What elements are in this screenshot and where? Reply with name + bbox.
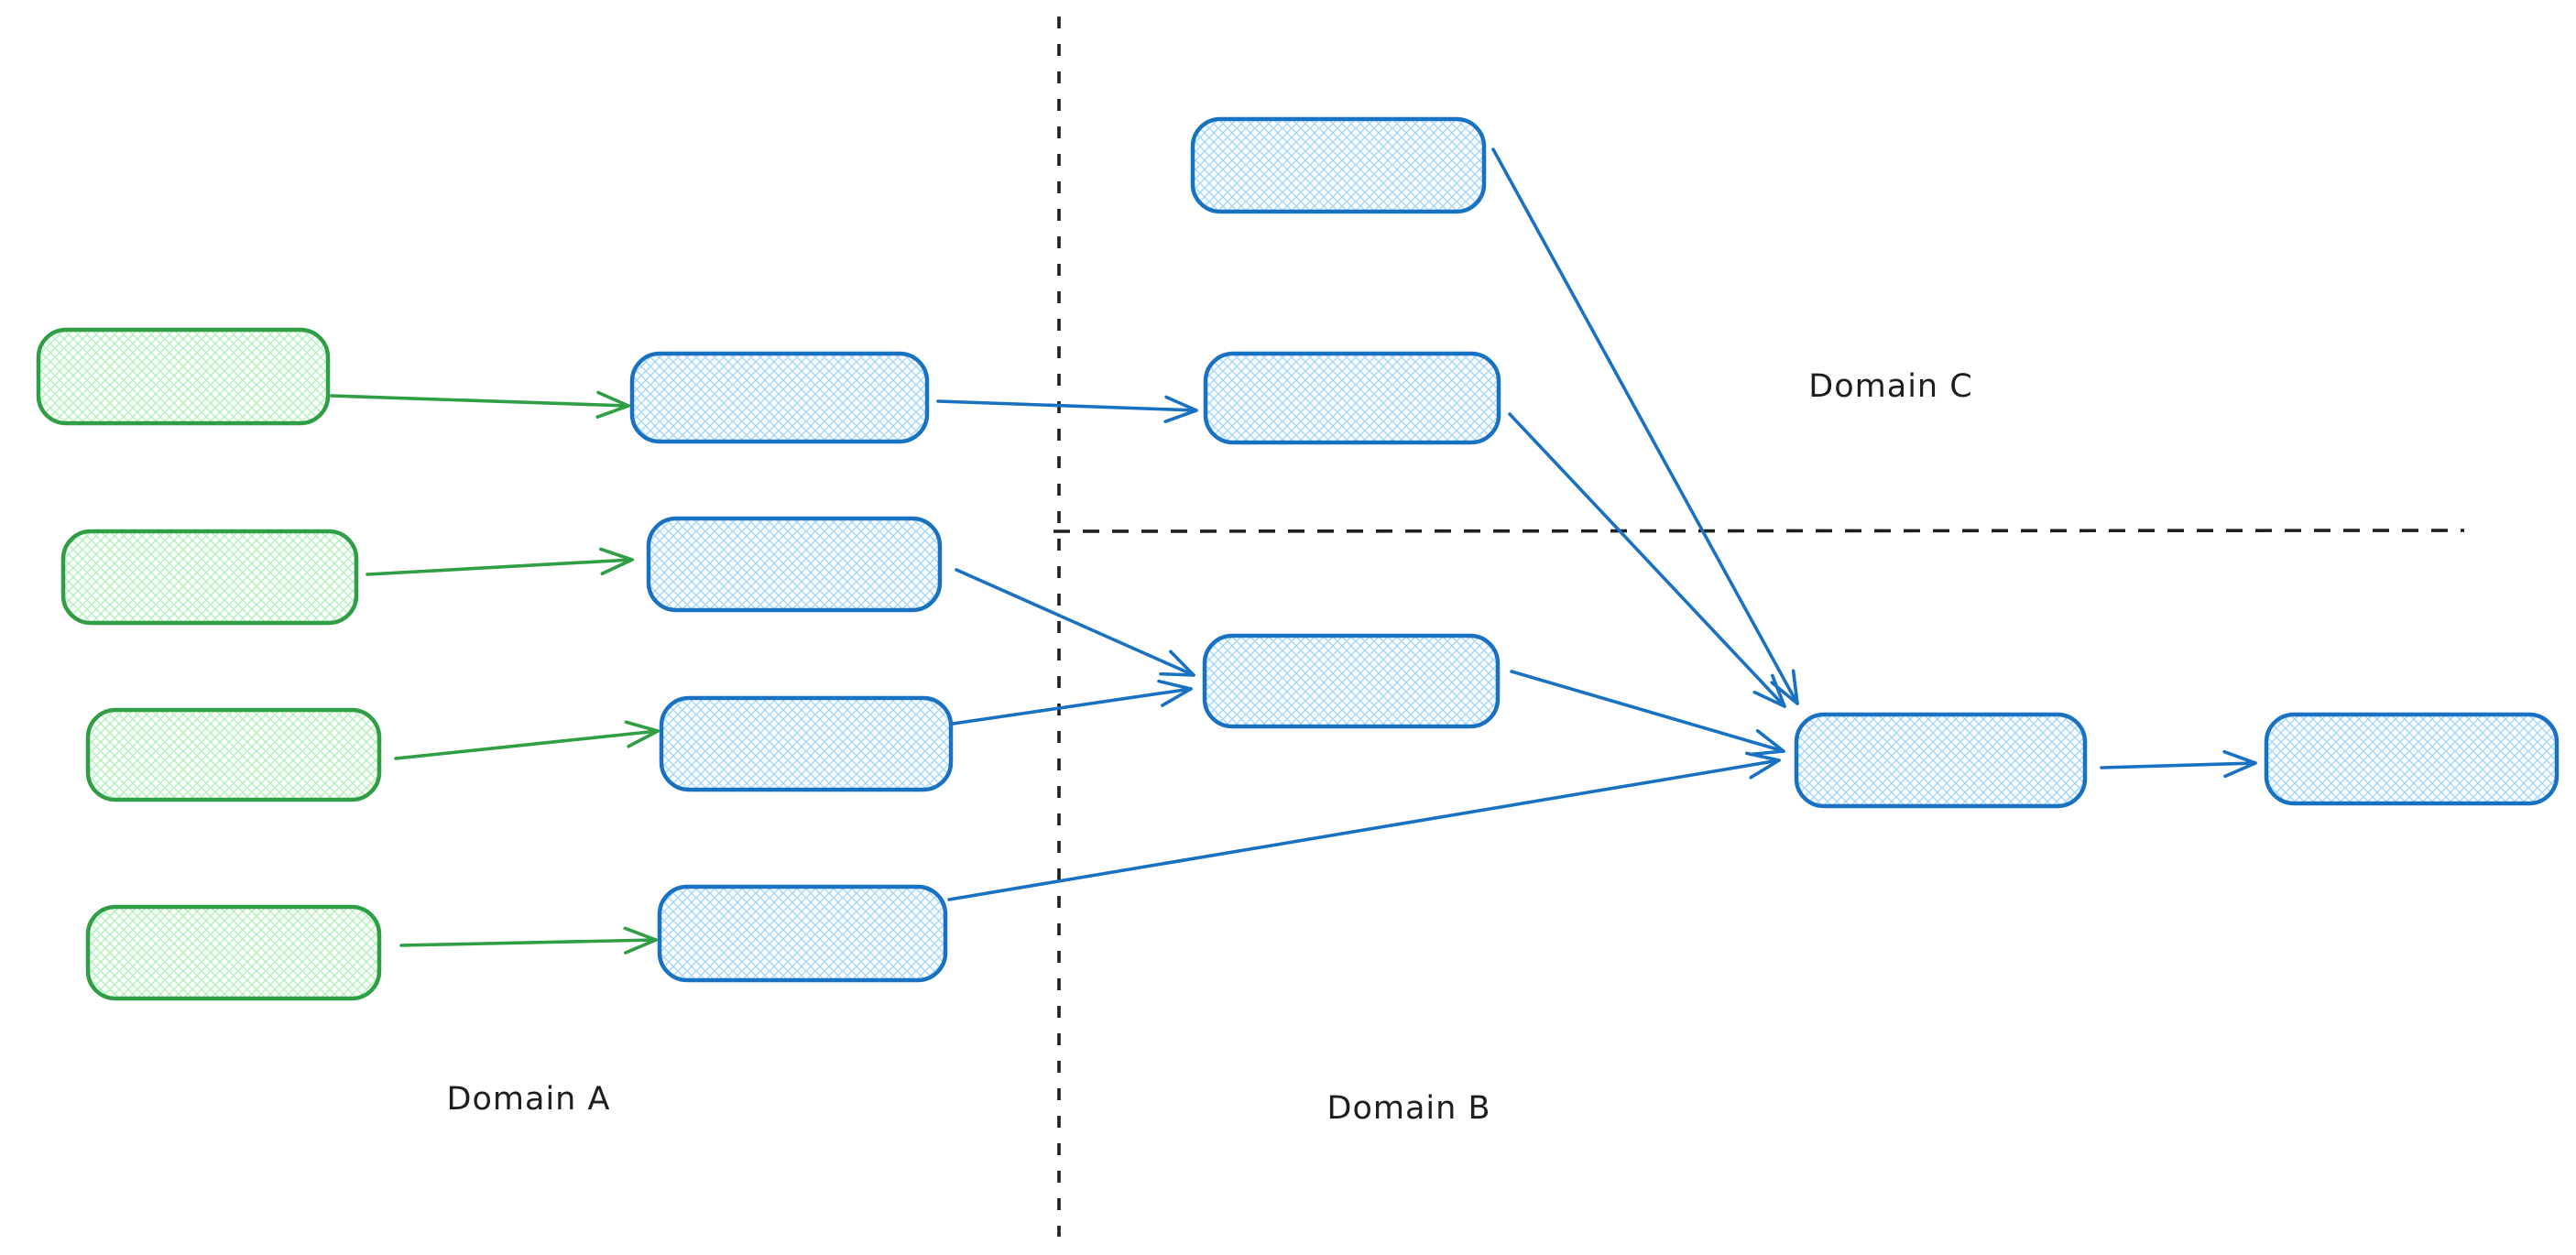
domain-b-label[interactable]: Domain B — [1327, 1090, 1491, 1127]
blue-stage-a4[interactable] — [657, 884, 948, 983]
blue-stage-a2[interactable] — [646, 516, 943, 613]
arrow-a4-to-merge[interactable] — [947, 751, 1781, 901]
arrow-bmid-to-merge[interactable] — [1508, 412, 1786, 708]
arrow-blow-to-merge[interactable] — [1510, 670, 1785, 757]
label-layer: Domain A Domain B Domain C — [447, 368, 1972, 1127]
arrow-a2-to-blow[interactable] — [955, 568, 1195, 677]
green-source-4[interactable] — [85, 904, 382, 1001]
blue-stage-a3[interactable] — [659, 695, 954, 792]
arrow-g1-to-a1[interactable] — [330, 390, 630, 420]
arrow-g3-to-a3[interactable] — [394, 720, 660, 760]
arrow-btop-to-merge[interactable] — [1491, 147, 1799, 705]
domain-c-label[interactable]: Domain C — [1808, 368, 1972, 405]
blue-stage-a1[interactable] — [629, 351, 930, 444]
blue-final-box[interactable] — [2264, 712, 2560, 806]
arrow-merge-to-final[interactable] — [2100, 749, 2257, 779]
domain-a-label[interactable]: Domain A — [447, 1081, 611, 1118]
arrow-a3-to-blow[interactable] — [951, 679, 1193, 726]
green-source-2[interactable] — [60, 529, 359, 626]
green-source-3[interactable] — [85, 707, 382, 802]
horizontal-domain-divider[interactable] — [1053, 529, 2465, 533]
blue-stage-b-low[interactable] — [1202, 633, 1501, 729]
arrow-g2-to-a2[interactable] — [366, 547, 634, 576]
arrow-g4-to-a4[interactable] — [399, 926, 658, 955]
arrow-a1-to-bmid[interactable] — [936, 395, 1198, 423]
blue-stage-b-mid[interactable] — [1203, 351, 1501, 445]
blue-merge-box[interactable] — [1794, 712, 2088, 809]
blue-stage-b-top[interactable] — [1190, 116, 1487, 214]
shape-layer — [36, 16, 2560, 1237]
green-source-1[interactable] — [36, 327, 331, 426]
